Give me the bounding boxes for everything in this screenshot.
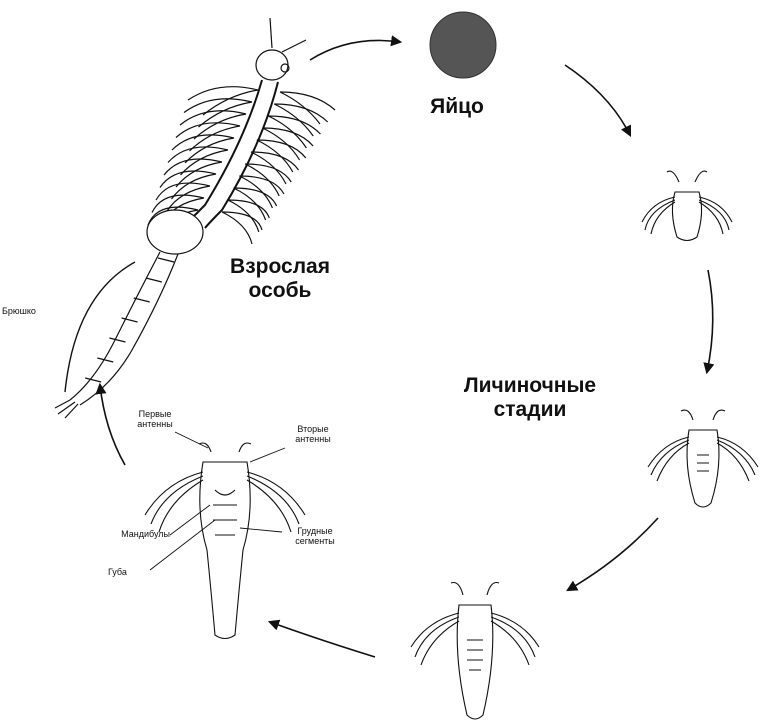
label-lip: Губа — [108, 567, 148, 577]
adult-leg-right — [274, 104, 328, 136]
adult-leg-right — [263, 128, 314, 160]
leader-second-antennae — [250, 448, 285, 462]
abdomen-bracket — [65, 262, 135, 392]
adult-leg-right — [280, 92, 335, 124]
adult-organism — [55, 18, 335, 418]
adult-leg-right — [222, 212, 262, 244]
egg-circle — [430, 12, 496, 78]
larva-stage-2 — [648, 410, 758, 507]
adult-abdomen-segment — [85, 378, 101, 382]
adult-leg-right — [268, 116, 320, 148]
leader-first-antennae — [175, 432, 208, 448]
label-second-antennae: Вторые антенны — [268, 424, 358, 445]
adult-leg-right — [257, 140, 306, 172]
label-thoracic-segments: Грудные сегменты — [275, 526, 355, 547]
arrow-larva3-to-juvenile — [270, 622, 375, 657]
larva-stage-3 — [411, 583, 539, 720]
arrow-larva1-to-larva2 — [707, 270, 713, 372]
label-mandibles: Мандибулы — [70, 529, 170, 539]
arrow-egg-to-larva1 — [565, 65, 630, 135]
label-abdomen: Брюшко — [2, 306, 72, 316]
label-egg: Яйцо — [412, 95, 502, 119]
adult-abdomen-segment — [134, 298, 150, 302]
label-first-antennae: Первые антенны — [110, 409, 200, 430]
adult-abdomen-segment — [109, 338, 125, 342]
label-larval-stages: Личиночные стадии — [440, 374, 620, 422]
adult-leg-right — [251, 152, 299, 184]
arrow-adult-to-egg — [310, 40, 400, 60]
adult-abdomen-segment — [146, 278, 162, 282]
larva-stage-1 — [642, 171, 732, 240]
label-adult: Взрослая особь — [200, 255, 360, 303]
adult-abdomen-segment — [158, 258, 174, 262]
arrow-larva2-to-larva3 — [568, 518, 658, 590]
